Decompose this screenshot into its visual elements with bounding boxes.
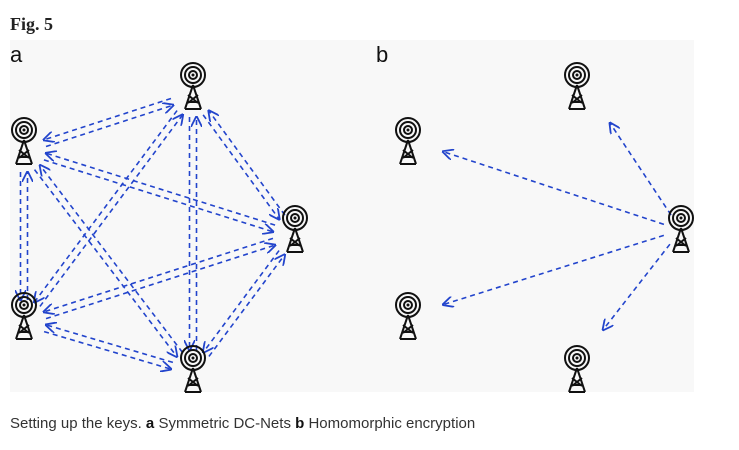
arrow bbox=[43, 159, 273, 232]
arrow bbox=[45, 105, 173, 148]
figure-image bbox=[10, 40, 694, 392]
radio-tower-icon bbox=[180, 62, 206, 110]
arrow bbox=[39, 115, 183, 307]
arrow bbox=[202, 114, 279, 219]
arrow bbox=[43, 330, 171, 370]
figure-title: Fig. 5 bbox=[10, 14, 53, 34]
arrow bbox=[209, 111, 286, 216]
arrow bbox=[443, 152, 665, 226]
panel-a-edges bbox=[21, 97, 286, 370]
radio-tower-icon bbox=[668, 205, 694, 253]
figure-caption: Setting up the keys. a Symmetric DC-Nets… bbox=[10, 415, 475, 432]
radio-tower-icon bbox=[564, 345, 590, 393]
radio-tower-icon bbox=[395, 292, 421, 340]
arrow bbox=[34, 110, 178, 303]
arrow bbox=[603, 243, 671, 330]
caption-b-label: b bbox=[295, 415, 305, 432]
arrow bbox=[33, 169, 177, 357]
radio-tower-icon bbox=[11, 117, 37, 165]
panel-b-edges bbox=[443, 123, 672, 330]
radio-tower-icon bbox=[11, 292, 37, 340]
caption-b-text: Homomorphic encryption bbox=[308, 415, 476, 432]
arrow bbox=[443, 234, 665, 304]
arrow bbox=[40, 165, 184, 353]
radio-tower-icon bbox=[282, 205, 308, 253]
radio-tower-icon bbox=[180, 345, 206, 393]
arrow bbox=[203, 250, 280, 353]
caption-a-label: a bbox=[145, 415, 155, 432]
arrow bbox=[44, 237, 274, 312]
arrow bbox=[46, 325, 174, 364]
panel-label-a: a bbox=[10, 42, 23, 67]
arrow bbox=[208, 255, 285, 357]
arrow bbox=[46, 153, 276, 226]
caption-prefix: Setting up the keys. bbox=[10, 415, 142, 432]
arrow bbox=[45, 245, 275, 320]
panel-label-b: b bbox=[376, 42, 389, 67]
caption-a-text: Symmetric DC-Nets bbox=[158, 415, 291, 432]
arrow bbox=[44, 97, 172, 139]
radio-tower-icon bbox=[564, 62, 590, 110]
radio-tower-icon bbox=[395, 117, 421, 165]
arrow bbox=[610, 123, 672, 216]
